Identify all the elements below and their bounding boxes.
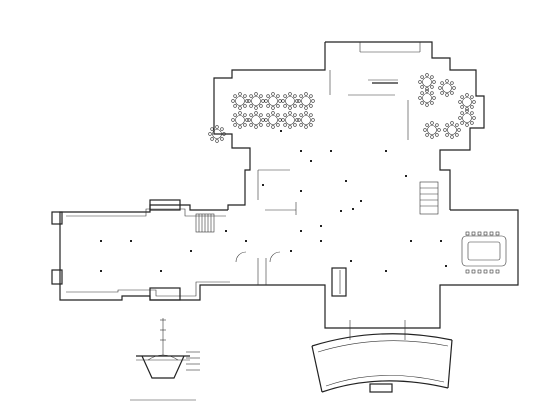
round-table: [443, 121, 461, 139]
round-table: [247, 92, 265, 110]
column-marker: [280, 130, 282, 132]
conference-chair: [477, 269, 482, 274]
column-marker: [410, 240, 412, 242]
column-marker: [100, 240, 102, 242]
entrance-canopy: [311, 320, 453, 393]
conference-chair: [477, 231, 482, 236]
round-table: [281, 92, 299, 110]
conference-chair: [483, 231, 488, 236]
column-marker: [360, 200, 362, 202]
round-table: [418, 73, 436, 91]
conference-chair: [471, 231, 476, 236]
round-table: [247, 111, 265, 129]
conference-chair: [489, 231, 494, 236]
column-marker: [445, 265, 447, 267]
conference-chair: [483, 269, 488, 274]
column-marker: [300, 150, 302, 152]
round-banquet-tables: [208, 73, 476, 143]
column-marker: [262, 184, 264, 186]
column-marker: [405, 175, 407, 177]
column-marker: [190, 250, 192, 252]
column-marker: [340, 210, 342, 212]
round-table: [438, 79, 456, 97]
column-marker: [385, 270, 387, 272]
column-marker: [130, 240, 132, 242]
round-table: [297, 111, 315, 129]
column-marker: [330, 150, 332, 152]
conference-chair: [465, 269, 470, 274]
round-table: [281, 111, 299, 129]
planter-section-detail: [130, 318, 200, 401]
interior-partitions: [51, 42, 439, 301]
column-marker: [310, 160, 312, 162]
conference-chair: [489, 269, 494, 274]
column-marker: [345, 180, 347, 182]
column-marker: [290, 250, 292, 252]
conference-chair: [471, 269, 476, 274]
conference-chair: [495, 231, 500, 236]
column-marker: [320, 225, 322, 227]
conference-chair: [495, 269, 500, 274]
conference-table: [461, 231, 507, 274]
round-table: [231, 92, 249, 110]
column-marker: [245, 240, 247, 242]
column-marker: [100, 270, 102, 272]
column-marker: [385, 150, 387, 152]
column-marker: [225, 230, 227, 232]
round-table: [208, 125, 226, 143]
column-marker: [350, 260, 352, 262]
column-marker: [160, 270, 162, 272]
round-table: [458, 109, 476, 127]
column-marker: [300, 230, 302, 232]
column-marker: [320, 240, 322, 242]
round-table: [423, 121, 441, 139]
column-marker: [300, 190, 302, 192]
round-table: [231, 111, 249, 129]
round-table: [297, 92, 315, 110]
column-marker: [440, 240, 442, 242]
building-outline: [59, 41, 519, 329]
round-table: [264, 92, 282, 110]
round-table: [458, 93, 476, 111]
conference-chair: [465, 231, 470, 236]
column-marker: [352, 208, 354, 210]
round-table: [264, 111, 282, 129]
columns: [100, 130, 447, 272]
round-table: [418, 89, 436, 107]
